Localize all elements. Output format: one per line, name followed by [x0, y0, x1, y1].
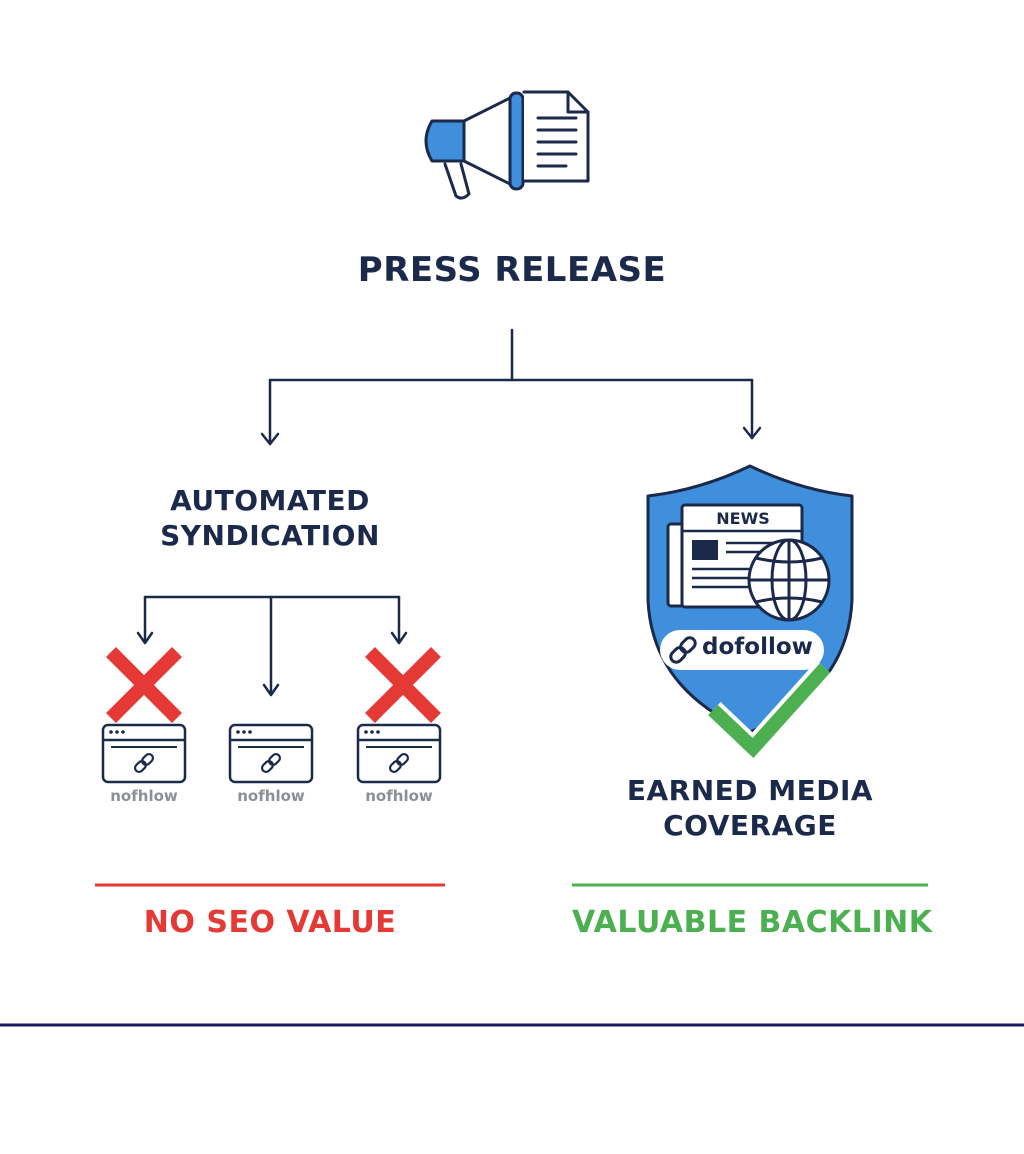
automated-syndication-title: AUTOMATED SYNDICATION: [160, 484, 380, 552]
browser-window-icon: [228, 723, 314, 784]
site-link-label: nofhlow: [237, 787, 305, 805]
press-release-title: PRESS RELEASE: [357, 250, 667, 290]
browser-window-icon: [101, 723, 187, 784]
earned-media-coverage-title: EARNED MEDIA COVERAGE: [626, 774, 874, 842]
dofollow-badge: [660, 630, 824, 670]
document-icon: [522, 90, 590, 183]
megaphone-icon: [424, 91, 525, 200]
cross-icon: [365, 647, 441, 723]
browser-window-icon: [356, 723, 442, 784]
valuable-backlink-verdict: VALUABLE BACKLINK: [572, 905, 933, 940]
link-icon: [669, 636, 697, 664]
globe-icon: [747, 538, 831, 622]
site-link-label: nofhlow: [110, 787, 178, 805]
branch-connectors: [260, 328, 762, 446]
check-icon: [705, 660, 834, 764]
no-seo-value-verdict: NO SEO VALUE: [143, 905, 397, 940]
news-label: NEWS: [716, 509, 770, 528]
dofollow-label: dofollow: [702, 634, 813, 660]
site-link-label: nofhlow: [365, 787, 433, 805]
syndication-connectors: [136, 595, 408, 697]
cross-icon: [106, 647, 182, 723]
